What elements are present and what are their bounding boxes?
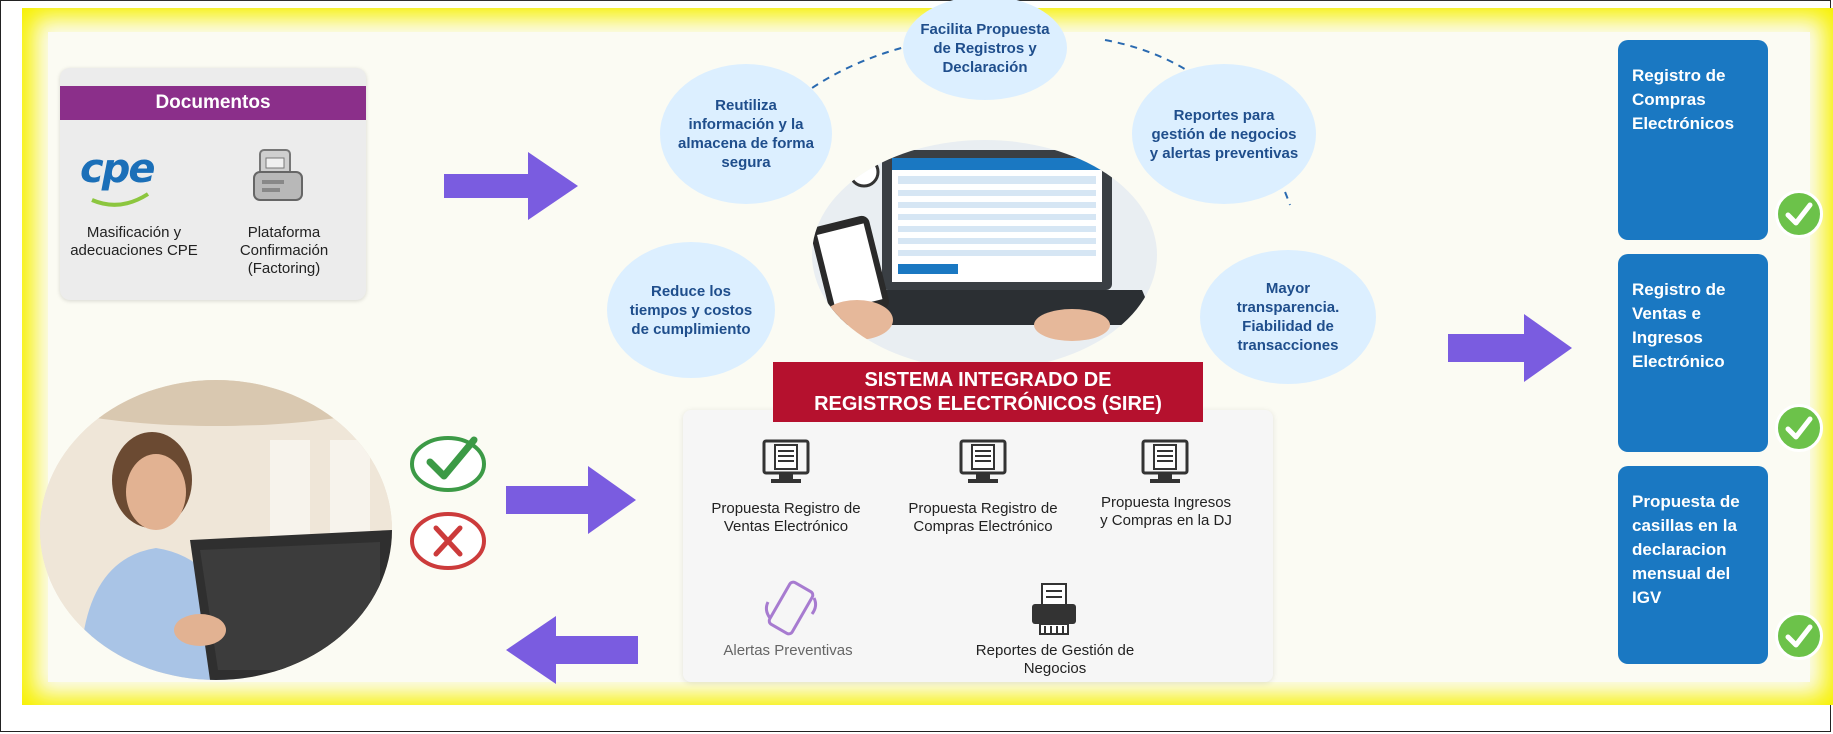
monitor-document-icon bbox=[959, 439, 1007, 483]
user-with-laptop-photo bbox=[40, 380, 392, 680]
benefit-left-upper-bubble: Reutiliza información y la almacena de f… bbox=[660, 64, 832, 204]
monitor-document-icon bbox=[1141, 439, 1189, 483]
output-card-ventas-label: Registro de Ventas e Ingresos Electrónic… bbox=[1632, 280, 1726, 371]
mobile-alert-icon bbox=[764, 580, 818, 636]
sire-title-line1: SISTEMA INTEGRADO DE bbox=[864, 369, 1112, 391]
arrow-left-icon bbox=[506, 616, 638, 684]
output-card-compras-label: Registro de Compras Electrónicos bbox=[1632, 66, 1735, 133]
module-ventas-label: Propuesta Registro de Ventas Electrónico bbox=[711, 500, 861, 535]
arrow-right-icon bbox=[444, 152, 578, 220]
laptop-illustration bbox=[812, 140, 1157, 370]
benefit-top-bubble: Facilita Propuesta de Registros y Declar… bbox=[903, 0, 1067, 100]
approve-check-icon bbox=[410, 436, 486, 492]
reject-cross-icon bbox=[410, 512, 486, 570]
cpe-swoosh-icon bbox=[91, 192, 150, 207]
check-icon bbox=[1775, 612, 1823, 660]
cpe-logo: cpe bbox=[80, 146, 190, 207]
printer-report-icon bbox=[1032, 583, 1076, 635]
documents-item2-label: Plataforma Confirmación (Factoring) bbox=[239, 224, 329, 277]
module-compras-label: Propuesta Registro de Compras Electrónic… bbox=[908, 500, 1058, 535]
benefit-right-upper-bubble: Reportes para gestión de negocios y aler… bbox=[1132, 64, 1316, 204]
factoring-platform-icon bbox=[248, 144, 308, 212]
sire-title: SISTEMA INTEGRADO DE REGISTROS ELECTRÓNI… bbox=[773, 362, 1203, 422]
output-card-ventas: Registro de Ventas e Ingresos Electrónic… bbox=[1618, 254, 1768, 452]
documents-header: Documentos bbox=[60, 86, 366, 120]
documents-card: Documentos cpe Masificación y adecuacion… bbox=[60, 68, 366, 300]
output-card-igv-label: Propuesta de casillas en la declaracion … bbox=[1632, 492, 1740, 607]
benefit-left-lower-bubble: Reduce los tiempos y costos de cumplimie… bbox=[607, 242, 775, 378]
output-card-compras: Registro de Compras Electrónicos bbox=[1618, 40, 1768, 240]
monitor-document-icon bbox=[762, 439, 810, 483]
alerts-label: Alertas Preventivas bbox=[723, 642, 853, 659]
module-dj-label: Propuesta Ingresos y Compras en la DJ bbox=[1100, 494, 1232, 529]
check-icon bbox=[1775, 190, 1823, 238]
cpe-logo-text: cpe bbox=[80, 146, 155, 192]
arrow-right-to-outputs-icon bbox=[1448, 314, 1572, 382]
documents-item1-label: Masificación y adecuaciones CPE bbox=[70, 224, 198, 259]
check-icon bbox=[1775, 404, 1823, 452]
reports-label: Reportes de Gestión de Negocios bbox=[975, 642, 1135, 677]
benefit-right-lower-bubble: Mayor transparencia. Fiabilidad de trans… bbox=[1200, 250, 1376, 384]
arrow-right-icon bbox=[506, 466, 636, 534]
sire-title-line2: REGISTROS ELECTRÓNICOS (SIRE) bbox=[814, 393, 1162, 415]
output-card-igv: Propuesta de casillas en la declaracion … bbox=[1618, 466, 1768, 664]
